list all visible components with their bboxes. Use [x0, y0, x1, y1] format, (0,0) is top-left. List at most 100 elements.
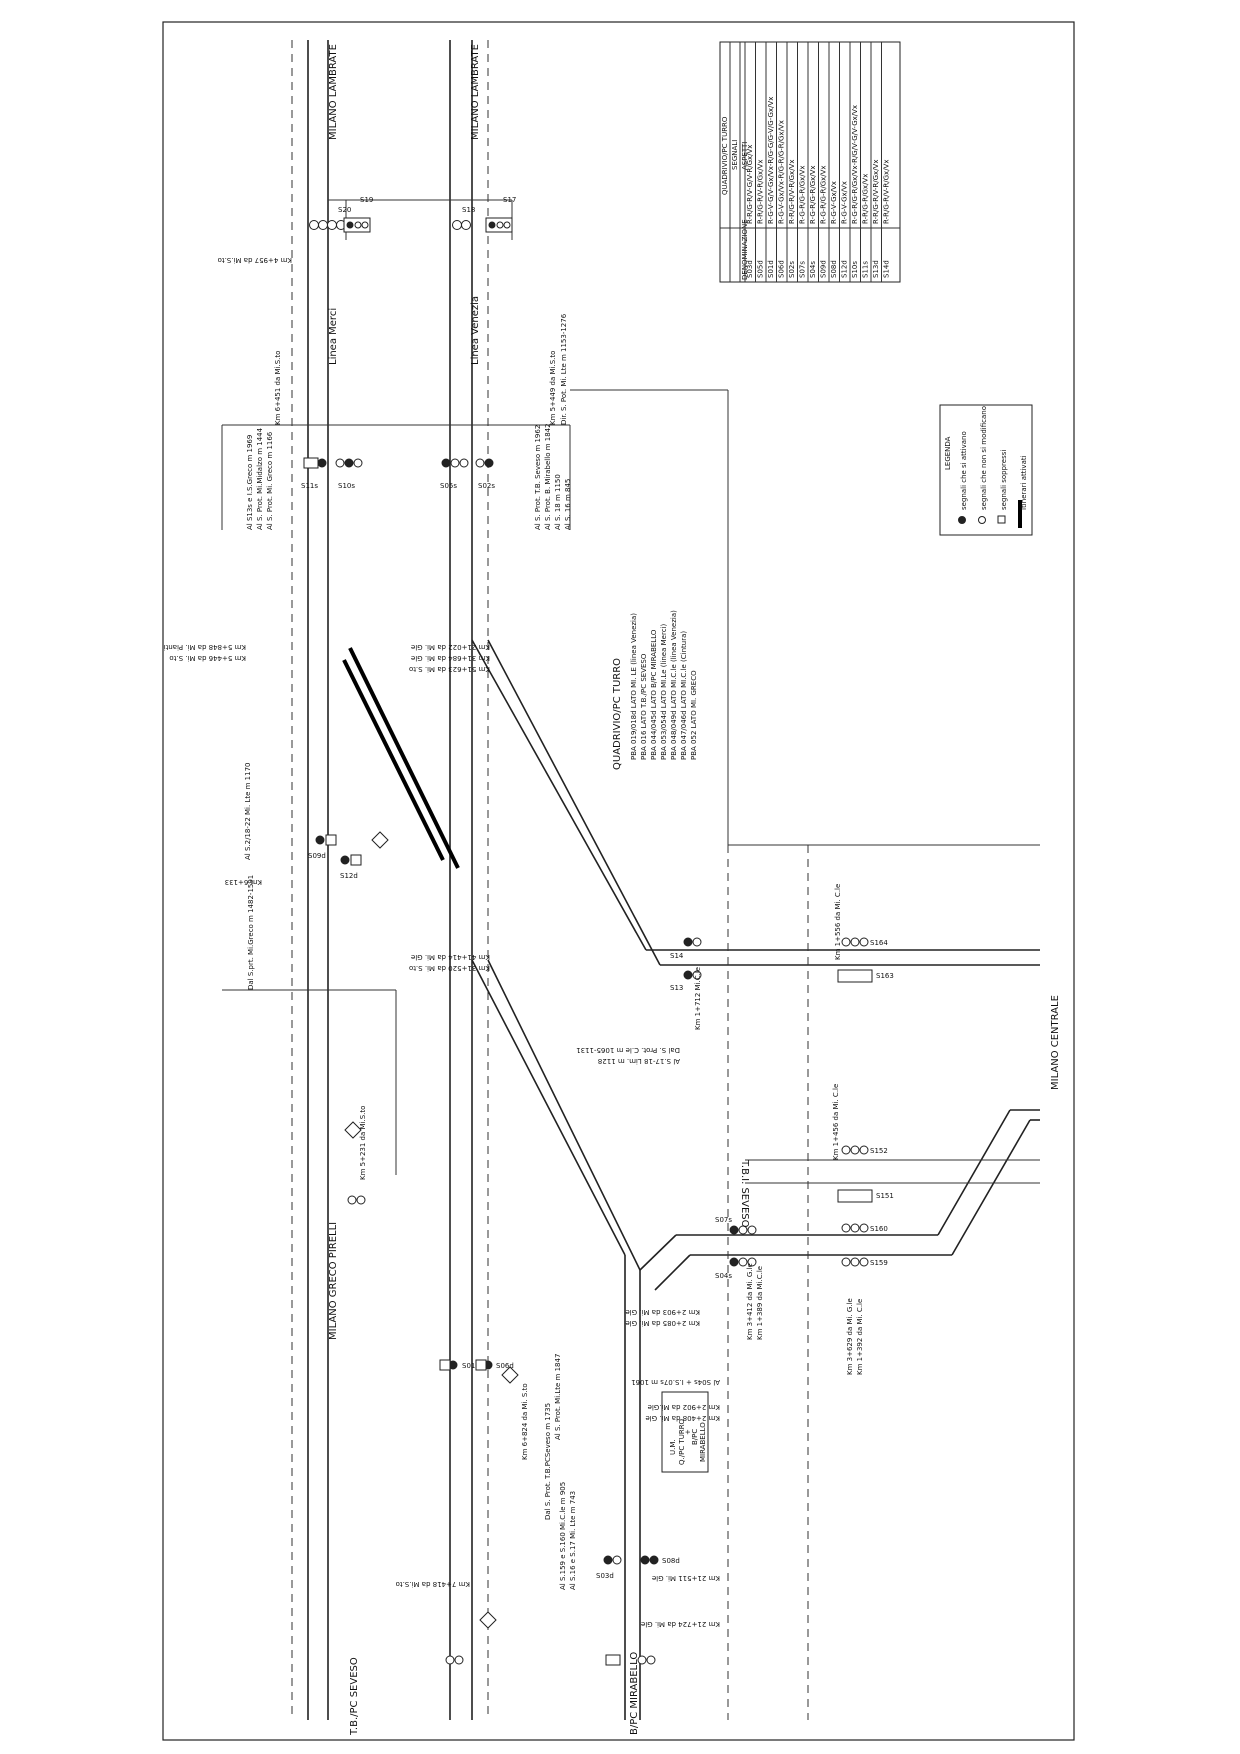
pba-block: QUADRIVIO/PC TURRO PBA 019/018d LATO MI.…	[612, 610, 698, 770]
control-box-line: MIRABELLO	[699, 1422, 707, 1462]
annotation: Km 21+511 Mi. Gle	[652, 1574, 720, 1582]
line-merci-label: Linea Merci	[328, 308, 339, 365]
signal-s164: S164	[841, 937, 888, 947]
table-cell-name: S03d	[746, 260, 754, 278]
table-cell-aspects: R-R/G-R/Gx/Vx	[862, 174, 870, 224]
signal-s02s: S02s	[475, 458, 495, 490]
signal-head	[646, 1655, 656, 1665]
table-cell-name: S05d	[757, 260, 765, 278]
annotation: Km 1+712 Mi.C.le	[694, 967, 702, 1030]
signal-label: S09d	[308, 852, 326, 860]
annotation: Al S13s e I.S.Greco m 1969	[246, 435, 254, 530]
signal-s01d: S01d	[439, 1359, 480, 1371]
signals: S20 S19 S18 S17 S11s S10s S05s	[301, 196, 894, 1666]
signal-s11s: S11s	[301, 457, 327, 490]
active-signal-icon	[958, 516, 966, 524]
signal-head	[356, 1195, 366, 1205]
annotation: Km 2+902 da Mi.Gle	[648, 1403, 720, 1411]
signal-label: S02s	[478, 482, 495, 490]
station-b-pc-mirabello: B/PC MIRABELLO	[629, 1652, 640, 1735]
legend: LEGENDA segnali che si attivano segnali …	[939, 404, 1033, 536]
table-cell-aspects: R-G-R/G-R/Gx/Vx	[820, 165, 828, 224]
table-cell-aspects: R-R/G-R/V-R/Gx/Vx	[788, 160, 796, 224]
table-heading: QUADRIVIO/PC TURRO	[721, 116, 729, 195]
signal-label: S04s	[715, 1272, 732, 1280]
annotation: Km 5+446 da Mi. S.to	[169, 654, 246, 662]
signal-s163: S163	[837, 969, 894, 983]
signal-label: S151	[876, 1192, 894, 1200]
annotation: Km 51+623 da Mi. S.to	[409, 665, 490, 673]
annotation: Km 3+629 da Mi. G.le	[846, 1298, 854, 1375]
drawing-frame	[162, 21, 1075, 1741]
annotation: Km 3+412 da Mi. G.le	[746, 1263, 754, 1340]
signal-label: S11s	[301, 482, 318, 490]
pba-row: PBA 052 LATO MI. GRECO	[690, 670, 698, 760]
signal-s151: S151	[837, 1189, 894, 1203]
signal-label: S13	[670, 984, 683, 992]
station-milano-lambrate-venezia: MILANO LAMBRATE	[470, 44, 481, 140]
signal-head	[347, 1195, 357, 1205]
signal-s20: S20	[309, 206, 351, 230]
annotation: Dal S.prt. Mi.Greco m 1482-1591	[247, 875, 255, 990]
annotation: Al S. Prot. B. Mirabello m 1842	[544, 423, 552, 530]
signal-s08d: S08d	[640, 1555, 680, 1565]
annotation: Km 1+456 da Mi. C.le	[832, 1084, 840, 1160]
table-cell-name: S09d	[820, 260, 828, 278]
pba-row: PBA 053/054d LATO MI.Le (linea Merci)	[660, 624, 668, 760]
table-cell-aspects: R-G-R/G-R/Gx/Vx	[799, 165, 807, 224]
table-cell-name: S02s	[788, 261, 796, 278]
diamond-marker-icon	[479, 1611, 497, 1629]
suppressed-signal-icon	[997, 515, 1006, 524]
signal-s05s: S05s	[440, 458, 469, 490]
annotation: Km 5+231 da Mi.S.to	[359, 1106, 367, 1180]
signal-label: S07s	[715, 1216, 732, 1224]
table-cell-aspects: R-G-V-G/V-Gx/Vx-R/G-G/G-V/G-Gx/Vx	[767, 97, 775, 224]
table-cell-aspects: R-G-V-Gx/Vx	[841, 181, 849, 224]
annotation: Km 6+824 da Mi. S.to	[521, 1383, 529, 1460]
annotation: Km 6+451 da Mi.S.to	[274, 351, 282, 425]
tracks	[221, 40, 1040, 1720]
diamond-marker-icon	[371, 831, 389, 849]
signal-label: S19	[360, 196, 373, 204]
annotation: Km 2+408 da Mi. Gle	[645, 1414, 720, 1422]
annotation: Al S.159 e S.160 Mi.C.le m 905	[559, 1482, 567, 1590]
annotation: Km 1+389 da Mi.C.le	[756, 1266, 764, 1340]
annotation: Km 4+957 da Mi.S.to	[218, 256, 292, 264]
pba-row: PBA 019/018d LATO MI. LE (linea Venezia)	[630, 613, 638, 760]
annotation: Dal S. Prot. C.le m 1065-1131	[576, 1046, 680, 1054]
annotation: Km 1+392 da Mi. C.le	[856, 1299, 864, 1375]
table-cell-name: S06d	[778, 260, 786, 278]
signal-label: S152	[870, 1147, 888, 1155]
signal-label: S10s	[338, 482, 355, 490]
control-box-line: U.M.	[669, 1439, 677, 1455]
signal-label: S20	[338, 206, 351, 214]
table-cell-name: S14d	[883, 260, 891, 278]
legend-item: segnali che si attivano	[960, 431, 968, 510]
annotation: Al S04s + I.S.07s m 1061	[631, 1378, 720, 1386]
signal-label: S12d	[340, 872, 358, 880]
legend-item: segnali che non si modificano	[980, 406, 988, 510]
annotation: Al S. Prot. T.B. Seveso m 1962	[534, 425, 542, 530]
table-cell-name: S10s	[851, 261, 859, 278]
annotation: Km 5+449 da Mi.S.to	[549, 351, 557, 425]
signal-s12d: S12d	[340, 854, 362, 880]
table-cell-name: S08d	[830, 260, 838, 278]
control-box-line: Q./PC TURRO	[678, 1418, 686, 1465]
signal-label: S06d	[496, 1362, 514, 1370]
table-cell-name: S04s	[809, 261, 817, 278]
station-milano-greco-pirelli: MILANO GRECO PIRELLI	[328, 1222, 339, 1340]
table-cell-aspects: R-G-R/G-R/Gx/Vx	[809, 165, 817, 224]
annotation: Km 6+133	[225, 878, 262, 886]
control-box-line: +	[684, 1429, 692, 1435]
annotation: Al S. 18 m 1150	[554, 474, 562, 530]
annotation: Al S. 16 m 845	[564, 479, 572, 530]
table-cell-name: S12d	[841, 260, 849, 278]
table-cell-name: S07s	[799, 261, 807, 278]
table-cell-aspects: R-R/G-R/V-G/V-R/Gx/Vx	[746, 145, 754, 224]
signal-s06d: S06d	[475, 1359, 514, 1371]
signal-head	[637, 1655, 647, 1665]
annotation: Km 2+085 da Mi. Gle	[625, 1319, 700, 1327]
table-subheading: SEGNALI	[731, 140, 739, 170]
signal-label: S14	[670, 952, 684, 960]
